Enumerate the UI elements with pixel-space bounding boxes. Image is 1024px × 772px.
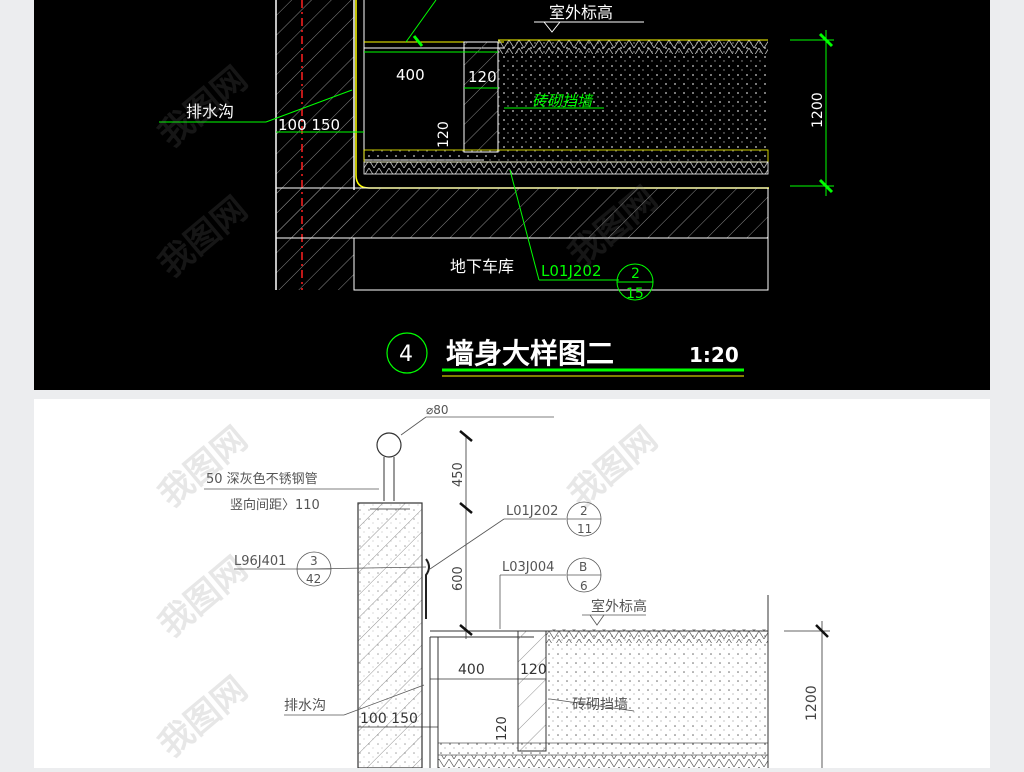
ref3-code: L03J004 bbox=[502, 560, 554, 575]
title-number: 4 bbox=[399, 342, 413, 367]
soil-fill bbox=[498, 42, 768, 150]
dim-120-vertical: 120 bbox=[436, 121, 452, 148]
label-drain: 排水沟 bbox=[186, 102, 234, 121]
ref3-den: 6 bbox=[580, 579, 588, 593]
ref1-num: 3 bbox=[310, 554, 318, 568]
label-drain: 排水沟 bbox=[284, 698, 326, 714]
label-pipe-note: 50 深灰色不锈钢管 bbox=[206, 471, 318, 487]
title-text: 墙身大样图二 bbox=[446, 337, 614, 370]
title-scale: 1:20 bbox=[689, 343, 739, 367]
paving-layer bbox=[546, 629, 768, 643]
ref1-den: 42 bbox=[306, 572, 321, 586]
ref2-code: L01J202 bbox=[506, 504, 558, 519]
label-outdoor-elevation: 室外标高 bbox=[591, 598, 647, 615]
brick-wall-section bbox=[463, 41, 499, 153]
dim-600: 600 bbox=[451, 566, 466, 591]
dim-1200: 1200 bbox=[804, 685, 820, 721]
dim-400: 400 bbox=[396, 66, 425, 84]
ref2-num: 2 bbox=[580, 504, 588, 518]
ref-num: 2 bbox=[631, 266, 640, 282]
wall-detail-light-drawing: ⌀80 50 深灰色不锈钢管 竖向间距〉110 bbox=[204, 403, 830, 769]
paving-layer bbox=[498, 40, 768, 54]
brick-wall-section bbox=[517, 630, 547, 752]
dim-100-150: 100 150 bbox=[278, 116, 340, 134]
ref1-code: L96J401 bbox=[234, 554, 286, 569]
label-brick-wall: 砖砌挡墙 bbox=[572, 697, 628, 713]
label-pipe-spacing: 竖向间距〉110 bbox=[230, 497, 320, 513]
title-number-circle bbox=[386, 332, 428, 374]
label-brick-wall: 砖砌挡墙 bbox=[532, 92, 594, 110]
dim-120-horizontal: 120 bbox=[520, 662, 547, 678]
cad-dark-panel: 400 120 120 100 150 排水沟 室外标高 砖砌挡墙 bbox=[34, 0, 990, 390]
dim-100-150: 100 150 bbox=[360, 711, 418, 727]
ref-code: L01J202 bbox=[541, 262, 602, 280]
dim-120-horizontal: 120 bbox=[468, 68, 497, 86]
dim-120-vertical: 120 bbox=[495, 716, 510, 741]
label-outdoor-elevation: 室外标高 bbox=[549, 3, 613, 22]
dim-450: 450 bbox=[451, 462, 466, 487]
cad-light-panel: ⌀80 50 深灰色不锈钢管 竖向间距〉110 bbox=[34, 399, 990, 769]
left-wall-hatch bbox=[276, 0, 354, 290]
railing-pipe bbox=[376, 432, 402, 458]
roof-slab bbox=[275, 187, 769, 239]
label-garage: 地下车库 bbox=[450, 257, 514, 276]
dim-1200: 1200 bbox=[810, 92, 826, 128]
soil-fill bbox=[546, 631, 768, 751]
dim-400: 400 bbox=[458, 662, 485, 678]
label-diameter: ⌀80 bbox=[426, 403, 449, 417]
ref3-num: B bbox=[579, 560, 587, 574]
ref-den: 15 bbox=[626, 286, 644, 302]
ref2-den: 11 bbox=[577, 522, 592, 536]
wall-detail-dark-drawing: 400 120 120 100 150 排水沟 室外标高 砖砌挡墙 bbox=[159, 0, 834, 377]
